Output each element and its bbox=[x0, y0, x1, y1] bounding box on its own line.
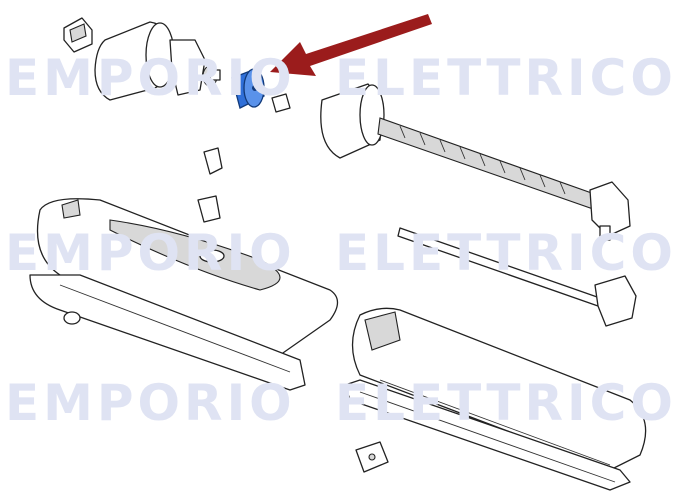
watermark-text: ELETTRICO bbox=[335, 224, 677, 282]
screw-assembly bbox=[320, 83, 631, 241]
bracket-part bbox=[355, 441, 389, 473]
key-part bbox=[197, 147, 223, 223]
upper-cover-part bbox=[36, 198, 339, 356]
watermark-text: EMPORIO bbox=[5, 224, 296, 282]
connector-part bbox=[63, 17, 93, 53]
watermark: EMPORIO ELETTRICO EMPORIO ELETTRICO EMPO… bbox=[5, 49, 677, 432]
right-base-part bbox=[344, 379, 631, 491]
watermark-text: EMPORIO bbox=[5, 49, 296, 107]
arrow-pointer bbox=[270, 14, 432, 76]
right-cover-part bbox=[351, 307, 647, 471]
rail-part bbox=[397, 227, 637, 327]
nut-part bbox=[271, 93, 291, 113]
lower-base-part bbox=[29, 274, 306, 391]
watermark-text: ELETTRICO bbox=[335, 374, 677, 432]
motor-part bbox=[94, 21, 221, 101]
gear-part-highlighted bbox=[231, 67, 265, 109]
watermark-text: ELETTRICO bbox=[335, 49, 677, 107]
watermark-text: EMPORIO bbox=[5, 374, 296, 432]
